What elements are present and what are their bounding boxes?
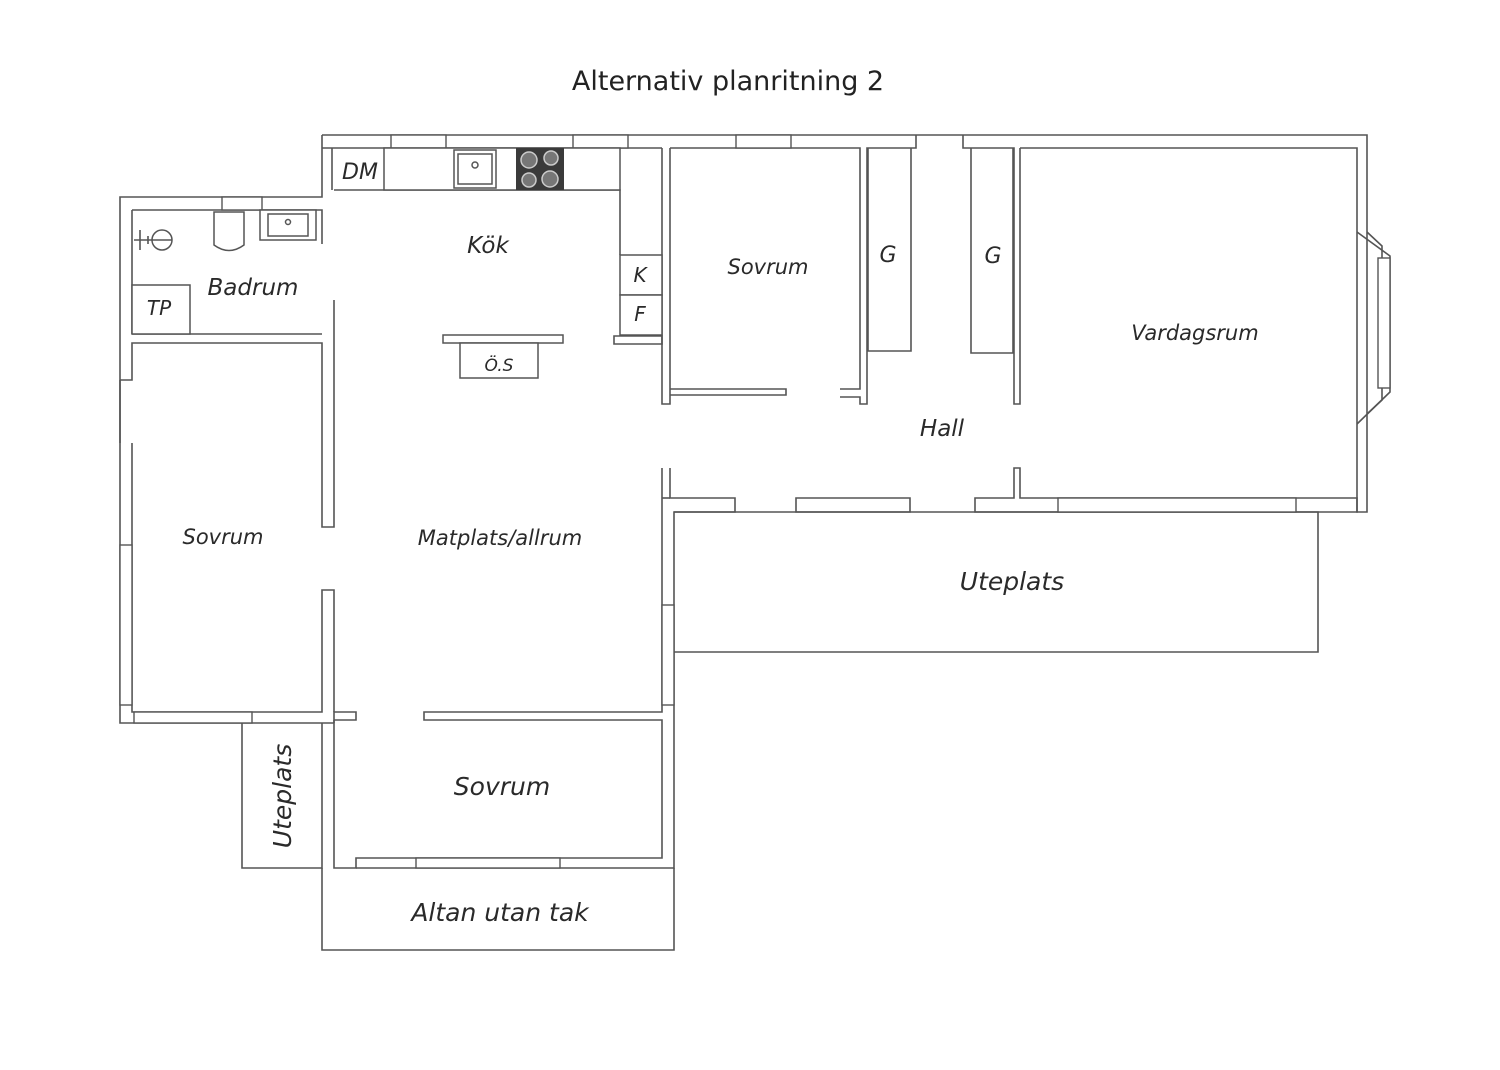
bedroom-top-label: Sovrum (727, 255, 808, 279)
patio-left-label: Uteplats (268, 744, 297, 848)
overhead-cabinet-label: Ö.S (485, 354, 514, 376)
living-room-label: Vardagsrum (1131, 321, 1258, 345)
fridge-box (619, 254, 663, 296)
bathroom-fixtures (131, 209, 317, 335)
dining-room-label: Matplats/allrum (418, 526, 582, 550)
kitchen-label: Kök (467, 233, 510, 259)
outer-walls (119, 134, 1391, 951)
room-labels: DM Kök Badrum TP K F Ö.S Sovrum G G Vard… (147, 160, 1259, 927)
wardrobe-right-label: G (984, 244, 1001, 269)
bathroom-label: Badrum (208, 275, 299, 301)
kitchen-counter (383, 147, 621, 191)
tp-label: TP (147, 296, 172, 320)
toilet-icon (213, 211, 245, 252)
patio-right-label: Uteplats (960, 567, 1064, 596)
hall-label: Hall (920, 416, 965, 442)
overhead-cabinet-box (459, 342, 539, 379)
deck-label: Altan utan tak (409, 898, 590, 927)
wardrobe-left-label: G (879, 243, 896, 268)
bedroom-left-label: Sovrum (182, 525, 263, 549)
freezer-box (619, 294, 663, 336)
dm-label: DM (342, 160, 378, 185)
tp-box (131, 284, 191, 335)
fridge-label: K (633, 263, 648, 287)
kitchen-island (442, 334, 564, 344)
kitchen-fixtures (383, 147, 663, 379)
windows (119, 134, 1391, 869)
plan-title: Alternativ planritning 2 (572, 66, 884, 97)
bedroom-bottom-label: Sovrum (454, 772, 550, 801)
freezer-label: F (634, 302, 646, 326)
